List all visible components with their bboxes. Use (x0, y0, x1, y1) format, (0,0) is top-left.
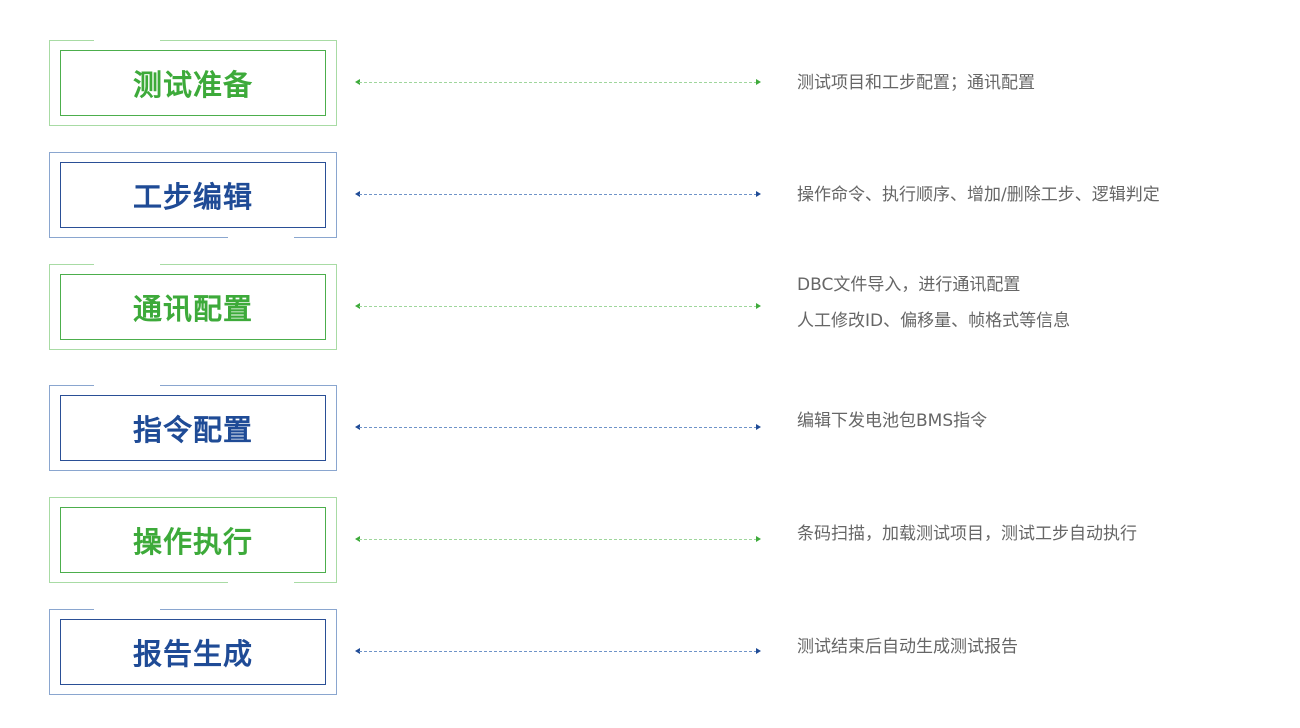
double-arrow-connector (355, 648, 761, 654)
step-row-command-config: 指令配置 编辑下发电池包BMS指令 (0, 384, 1300, 471)
step-description: DBC文件导入，进行通讯配置 人工修改ID、偏移量、帧格式等信息 (797, 267, 1070, 339)
step-box: 通讯配置 (60, 274, 326, 340)
step-row-report-generation: 报告生成 测试结束后自动生成测试报告 (0, 608, 1300, 695)
dashed-line (359, 539, 757, 540)
arrow-right-icon (756, 79, 761, 85)
step-outer-frame (49, 384, 337, 471)
dashed-line (359, 306, 757, 307)
description-line: 测试项目和工步配置；通讯配置 (797, 73, 1035, 93)
double-arrow-connector (355, 303, 761, 309)
step-description: 操作命令、执行顺序、增加/删除工步、逻辑判定 (797, 177, 1160, 213)
arrow-right-icon (756, 303, 761, 309)
arrow-right-icon (756, 424, 761, 430)
step-box: 指令配置 (60, 395, 326, 461)
description-line: 操作命令、执行顺序、增加/删除工步、逻辑判定 (797, 185, 1160, 205)
frame-gap (228, 581, 294, 584)
step-row-communication-config: 通讯配置 DBC文件导入，进行通讯配置 人工修改ID、偏移量、帧格式等信息 (0, 263, 1300, 350)
step-title: 测试准备 (132, 68, 253, 102)
description-line: DBC文件导入，进行通讯配置 (797, 275, 1021, 295)
frame-gap (94, 384, 160, 387)
double-arrow-connector (355, 79, 761, 85)
arrow-right-icon (756, 648, 761, 654)
step-description: 条码扫描，加载测试项目，测试工步自动执行 (797, 516, 1137, 552)
step-row-test-preparation: 测试准备 测试项目和工步配置；通讯配置 (0, 39, 1300, 126)
frame-gap (94, 608, 160, 611)
step-box: 操作执行 (60, 507, 326, 573)
step-row-step-editing: 工步编辑 操作命令、执行顺序、增加/删除工步、逻辑判定 (0, 152, 1300, 239)
step-outer-frame (49, 39, 337, 126)
arrow-right-icon (756, 536, 761, 542)
double-arrow-connector (355, 191, 761, 197)
step-description: 测试结束后自动生成测试报告 (797, 629, 1018, 665)
frame-gap (228, 236, 294, 239)
dashed-line (359, 82, 757, 83)
step-description: 测试项目和工步配置；通讯配置 (797, 65, 1035, 101)
description-line: 测试结束后自动生成测试报告 (797, 637, 1018, 657)
step-outer-frame (49, 608, 337, 695)
step-title: 工步编辑 (132, 180, 253, 214)
step-box: 报告生成 (60, 619, 326, 685)
frame-gap (94, 263, 160, 266)
step-title: 操作执行 (132, 525, 253, 559)
arrow-left-icon (355, 648, 360, 654)
arrow-left-icon (355, 191, 360, 197)
dashed-line (359, 194, 757, 195)
step-outer-frame (49, 152, 337, 239)
step-title: 通讯配置 (132, 292, 253, 326)
step-row-operation-execution: 操作执行 条码扫描，加载测试项目，测试工步自动执行 (0, 497, 1300, 584)
step-title: 报告生成 (132, 637, 253, 671)
step-box: 工步编辑 (60, 162, 326, 228)
frame-gap (94, 39, 160, 42)
arrow-right-icon (756, 191, 761, 197)
step-outer-frame (49, 263, 337, 350)
arrow-left-icon (355, 79, 360, 85)
arrow-left-icon (355, 536, 360, 542)
step-description: 编辑下发电池包BMS指令 (797, 403, 987, 439)
arrow-left-icon (355, 424, 360, 430)
double-arrow-connector (355, 536, 761, 542)
double-arrow-connector (355, 424, 761, 430)
dashed-line (359, 427, 757, 428)
description-line: 条码扫描，加载测试项目，测试工步自动执行 (797, 524, 1137, 544)
step-box: 测试准备 (60, 50, 326, 116)
arrow-left-icon (355, 303, 360, 309)
step-title: 指令配置 (132, 413, 253, 447)
description-line: 人工修改ID、偏移量、帧格式等信息 (797, 311, 1071, 331)
step-outer-frame (49, 497, 337, 584)
description-line: 编辑下发电池包BMS指令 (797, 411, 988, 431)
dashed-line (359, 651, 757, 652)
